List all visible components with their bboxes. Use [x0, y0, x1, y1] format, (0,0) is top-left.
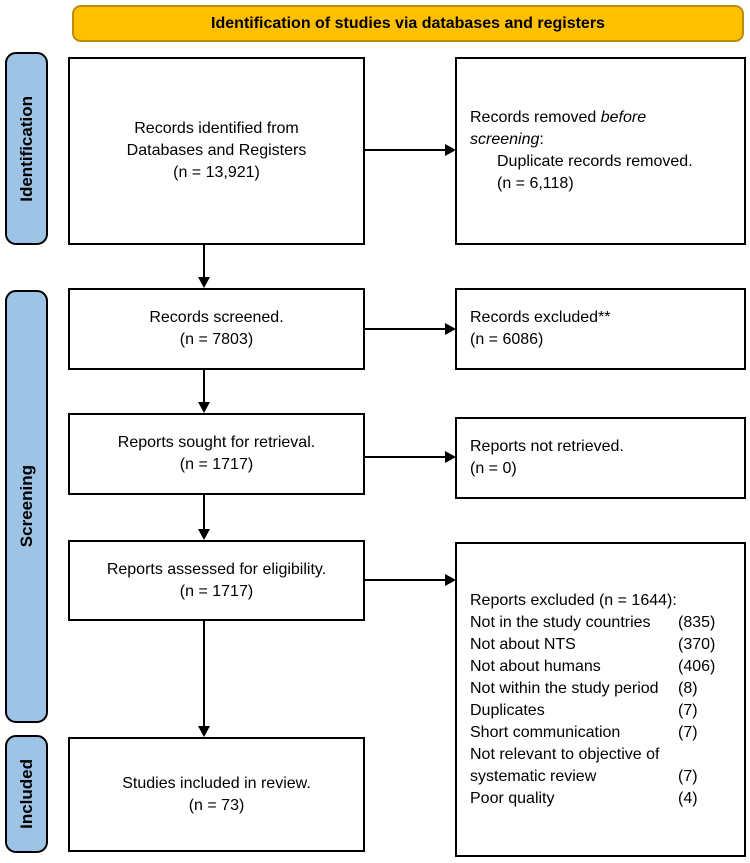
- excluded-reason-row: Short communication (7): [470, 722, 734, 744]
- stage-label-identification: Identification: [5, 52, 48, 245]
- excluded-reason-label: Not in the study countries: [470, 613, 651, 631]
- reports-assessed-count: (n = 1717): [179, 582, 254, 600]
- records-removed-count: (n = 6,118): [497, 175, 574, 192]
- arrow-assessed-to-included-line: [203, 621, 205, 726]
- records-removed-line2-suffix: :: [539, 131, 544, 148]
- box-reports-assessed: Reports assessed for eligibility. (n = 1…: [68, 540, 365, 621]
- excluded-reason-row: Poor quality (4): [470, 788, 734, 810]
- box-records-removed-before-screening: Records removed before screening: Duplic…: [455, 57, 746, 245]
- box-records-screened: Records screened. (n = 7803): [68, 288, 365, 370]
- stage-label-screening: Screening: [5, 290, 48, 723]
- reports-sought-count: (n = 1717): [179, 456, 254, 473]
- excluded-reason-count: (7): [678, 767, 698, 785]
- reports-not-retrieved-count: (n = 0): [470, 460, 517, 477]
- arrow-sought-to-notretrieved-head: [445, 451, 456, 463]
- arrow-screened-to-excluded-head: [445, 323, 456, 335]
- banner-title: Identification of studies via databases …: [72, 5, 744, 42]
- excluded-reason-label: systematic review: [470, 767, 597, 785]
- stage-label-included: Included: [5, 735, 48, 853]
- excluded-reason-label: Not within the study period: [470, 679, 659, 697]
- excluded-reason-label: Not about NTS: [470, 635, 576, 653]
- studies-included-line1: Studies included in review.: [122, 774, 311, 792]
- stage-label-included-text: Included: [16, 759, 36, 829]
- studies-included-count: (n = 73): [188, 796, 245, 814]
- records-removed-line1-normal: Records removed: [470, 109, 597, 126]
- excluded-reason-count: (7): [678, 701, 698, 719]
- arrow-sought-to-notretrieved-line: [364, 456, 446, 458]
- records-excluded-line1: Records excluded**: [470, 309, 611, 326]
- excluded-reason-count: (406): [678, 657, 716, 675]
- excluded-reason-count: (835): [678, 613, 716, 631]
- records-identified-line1: Records identified from: [134, 120, 299, 137]
- excluded-reason-count: (7): [678, 723, 698, 741]
- stage-label-identification-text: Identification: [16, 95, 36, 202]
- reports-sought-line1: Reports sought for retrieval.: [117, 434, 316, 451]
- records-excluded-count: (n = 6086): [470, 331, 544, 348]
- reports-not-retrieved-line1: Reports not retrieved.: [470, 438, 624, 455]
- reports-assessed-line1: Reports assessed for eligibility.: [106, 560, 327, 578]
- arrow-identified-to-removed-line: [364, 149, 446, 151]
- arrow-identified-to-removed-head: [445, 144, 456, 156]
- box-records-excluded: Records excluded** (n = 6086): [455, 288, 746, 370]
- box-reports-not-retrieved: Reports not retrieved. (n = 0): [455, 417, 746, 499]
- records-removed-detail: Duplicate records removed.: [497, 153, 693, 170]
- excluded-reason-row: systematic review (7): [470, 766, 734, 788]
- arrow-sought-to-assessed-head: [198, 529, 210, 540]
- excluded-reason-label: Not about humans: [470, 657, 601, 675]
- excluded-reason-label: Not relevant to objective of: [470, 745, 660, 763]
- records-identified-line2: Databases and Registers: [126, 142, 307, 159]
- records-removed-line1-italic: before: [600, 109, 647, 126]
- excluded-reason-row: Not within the study period (8): [470, 678, 734, 700]
- excluded-reason-row: Not about NTS (370): [470, 634, 734, 656]
- excluded-reason-row: Duplicates (7): [470, 700, 734, 722]
- excluded-reason-label: Poor quality: [470, 789, 555, 807]
- records-identified-count: (n = 13,921): [173, 164, 260, 181]
- excluded-reason-count: (8): [678, 679, 698, 697]
- arrow-identified-to-screened-head: [198, 277, 210, 288]
- box-records-identified: Records identified from Databases and Re…: [68, 57, 365, 245]
- box-reports-sought: Reports sought for retrieval. (n = 1717): [68, 413, 365, 495]
- stage-label-screening-text: Screening: [16, 465, 36, 548]
- excluded-reason-count: (370): [678, 635, 716, 653]
- arrow-identified-to-screened-line: [203, 245, 205, 278]
- arrow-assessed-to-reportsexcl-line: [364, 579, 446, 581]
- records-removed-line2-italic: screening: [470, 131, 540, 148]
- excluded-reason-row: Not about humans (406): [470, 656, 734, 678]
- arrow-assessed-to-reportsexcl-head: [445, 574, 456, 586]
- arrow-screened-to-sought-head: [198, 402, 210, 413]
- excluded-reason-row: Not in the study countries (835): [470, 612, 734, 634]
- excluded-reason-label: Duplicates: [470, 701, 545, 719]
- excluded-reason-label: Short communication: [470, 723, 621, 741]
- arrow-screened-to-excluded-line: [364, 328, 446, 330]
- box-studies-included: Studies included in review. (n = 73): [68, 737, 365, 852]
- arrow-sought-to-assessed-line: [203, 495, 205, 529]
- excluded-reason-count: (4): [678, 789, 698, 807]
- excluded-reason-row: Not relevant to objective of: [470, 744, 734, 766]
- arrow-screened-to-sought-line: [203, 370, 205, 402]
- arrow-assessed-to-included-head: [198, 726, 210, 737]
- banner-title-text: Identification of studies via databases …: [211, 14, 605, 32]
- records-screened-line1: Records screened.: [149, 309, 284, 326]
- box-reports-excluded-reasons: Reports excluded (n = 1644): Not in the …: [455, 542, 746, 857]
- records-removed-text: Records removed before screening: Duplic…: [470, 107, 734, 195]
- reports-excluded-header: Reports excluded (n = 1644):: [470, 591, 677, 609]
- records-screened-count: (n = 7803): [179, 331, 254, 348]
